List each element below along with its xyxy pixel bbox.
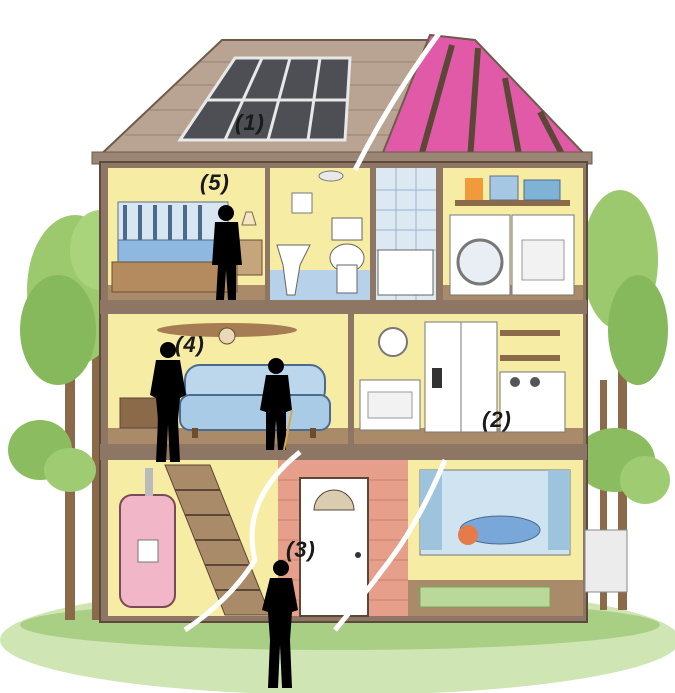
ac-unit — [585, 530, 627, 592]
label-3: (3) — [286, 537, 316, 563]
bathroom — [270, 168, 436, 300]
label-1: (1) — [235, 110, 265, 136]
label-5: (5) — [200, 170, 230, 196]
bedroom — [108, 168, 265, 300]
living-room — [108, 314, 348, 446]
roof — [92, 35, 592, 164]
kitchen — [354, 314, 583, 446]
laundry-room — [443, 168, 583, 300]
rug — [420, 587, 550, 607]
label-4: (4) — [175, 332, 205, 358]
upper-floor-slab — [100, 300, 587, 314]
label-2: (2) — [482, 407, 512, 433]
